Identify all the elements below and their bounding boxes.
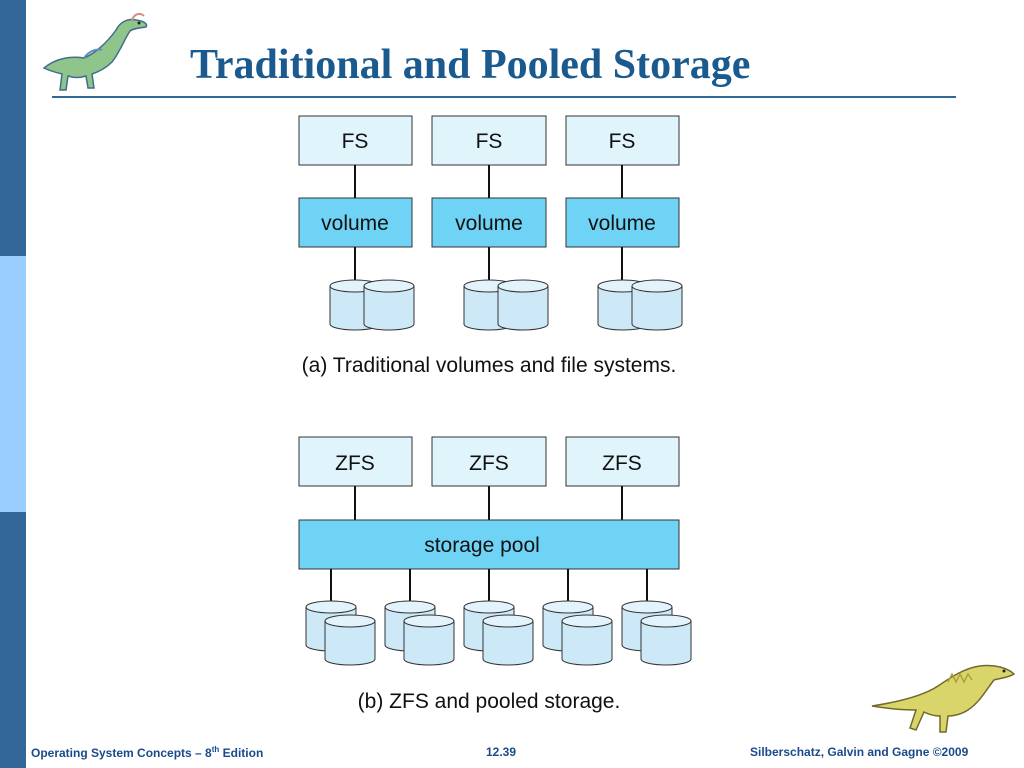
pool-disks	[305, 569, 692, 666]
footer-book-title-suffix: Edition	[219, 746, 264, 760]
sidebar-segment-top	[0, 0, 26, 256]
volume-box	[431, 197, 547, 248]
disk-icon	[403, 614, 455, 666]
footer-book-title-superscript: th	[211, 745, 220, 754]
sidebar-segment-middle	[0, 256, 26, 512]
volume-label: volume	[321, 212, 389, 235]
zfs-box	[565, 436, 680, 487]
storage-pool-label: storage pool	[424, 534, 540, 557]
footer-page-number: 12.39	[486, 745, 517, 759]
zfs-label: ZFS	[469, 452, 509, 475]
slide-title: Traditional and Pooled Storage	[190, 42, 751, 88]
fs-label: FS	[476, 130, 503, 153]
disk-icon	[561, 614, 613, 666]
zfs-box	[298, 436, 413, 487]
fs-box	[565, 115, 680, 166]
dinosaur-logo-icon	[871, 664, 1016, 733]
zfs-label: ZFS	[602, 452, 642, 475]
footer-copyright: Silberschatz, Galvin and Gagne ©2009	[750, 745, 969, 759]
traditional-column-2: FS volume	[431, 115, 549, 331]
fs-box	[431, 115, 547, 166]
sidebar-segment-bottom	[0, 512, 26, 768]
title-divider	[52, 96, 956, 98]
zfs-box	[431, 436, 547, 487]
volume-box	[565, 197, 680, 248]
fs-label: FS	[609, 130, 636, 153]
volume-label: volume	[455, 212, 523, 235]
volume-label: volume	[588, 212, 656, 235]
traditional-column-1: FS volume	[298, 115, 415, 331]
disk-icon	[631, 279, 683, 331]
disk-icon	[324, 614, 376, 666]
disk-icon	[363, 279, 415, 331]
fs-box	[298, 115, 413, 166]
disk-icon	[497, 279, 549, 331]
dinosaur-logo-icon	[42, 12, 148, 91]
sidebar-band	[0, 0, 26, 768]
disk-icon	[640, 614, 692, 666]
traditional-column-3: FS volume	[565, 115, 683, 331]
footer-book-title-prefix: Operating System Concepts – 8	[31, 746, 212, 760]
caption-a: (a) Traditional volumes and file systems…	[302, 354, 677, 377]
caption-b: (b) ZFS and pooled storage.	[358, 690, 621, 713]
footer-book-title: Operating System Concepts – 8th Edition	[31, 745, 263, 760]
zfs-label: ZFS	[335, 452, 375, 475]
zfs-row: ZFS ZFS ZFS	[298, 436, 680, 520]
fs-label: FS	[342, 130, 369, 153]
volume-box	[298, 197, 413, 248]
disk-icon	[482, 614, 534, 666]
